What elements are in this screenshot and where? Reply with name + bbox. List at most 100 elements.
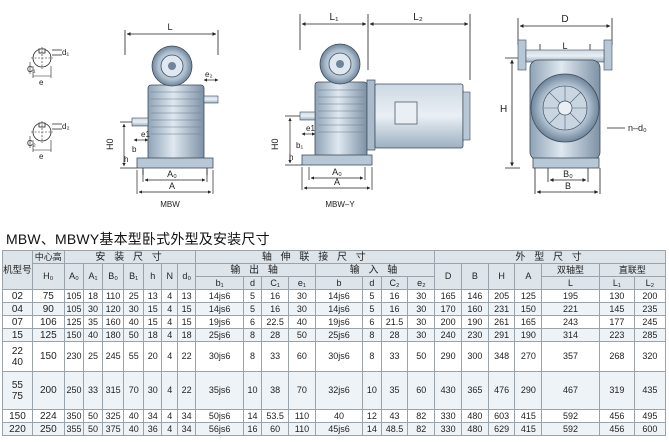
table-cell: 12 bbox=[362, 409, 382, 423]
table-cell: 40 bbox=[288, 315, 316, 329]
table-cell: 435 bbox=[633, 371, 667, 410]
table-cell: 21.5 bbox=[380, 315, 409, 329]
table-cell: 165 bbox=[434, 289, 462, 303]
header-in-b: b bbox=[314, 276, 364, 290]
table-cell: 48.5 bbox=[380, 422, 409, 436]
label-d2: d₂ bbox=[62, 122, 70, 131]
header-d0: d₀ bbox=[176, 263, 197, 290]
table-cell: 8 bbox=[362, 341, 382, 372]
table-cell: 245 bbox=[633, 315, 667, 329]
model-cell: 22 40 bbox=[2, 341, 33, 372]
side-view: D H L n–d₀ B₀ B B₁ bbox=[500, 14, 647, 194]
table-cell: 15 bbox=[176, 315, 197, 329]
table-cell: 430 bbox=[434, 371, 462, 410]
table-cell: 5 bbox=[242, 302, 263, 316]
header-H: H bbox=[487, 263, 516, 290]
mbwy-label-h: h bbox=[289, 153, 293, 162]
table-cell: 13 bbox=[142, 289, 163, 303]
mbwy-label-e1: e1 bbox=[306, 124, 315, 133]
table-cell: 43 bbox=[380, 409, 409, 423]
table-cell: 13 bbox=[176, 289, 197, 303]
table-cell: 6 bbox=[242, 315, 263, 329]
table-cell: 467 bbox=[541, 371, 600, 410]
table-cell: 261 bbox=[487, 315, 516, 329]
header-out-e: e₁ bbox=[288, 276, 316, 290]
side-label-H: H bbox=[500, 104, 507, 115]
table-cell: 629 bbox=[487, 422, 516, 436]
header-a1: A₁ bbox=[83, 263, 103, 290]
table-cell: 50 bbox=[288, 328, 316, 342]
table-cell: 40 bbox=[123, 409, 144, 423]
table-cell: 15 bbox=[176, 302, 197, 316]
label-e2-small: e bbox=[39, 152, 44, 161]
table-cell: 34 bbox=[142, 409, 163, 423]
table-cell: 75 bbox=[31, 289, 65, 303]
table-cell: 243 bbox=[541, 315, 600, 329]
table-cell: 231 bbox=[487, 302, 516, 316]
model-cell: 55 75 bbox=[2, 371, 33, 410]
drawing-area: d₁ C₁ e C₂ d₂ e L bbox=[27, 12, 647, 209]
mbw-front-view: L H0 e₂ e1 b h A₀ A MB bbox=[105, 22, 219, 209]
table-cell: 30 bbox=[142, 371, 163, 410]
table-cell: 200 bbox=[434, 315, 462, 329]
header-out-c: C₁ bbox=[261, 276, 290, 290]
table-cell: 600 bbox=[633, 422, 667, 436]
table-cell: 16 bbox=[261, 302, 290, 316]
table-cell: 38 bbox=[261, 371, 290, 410]
table-cell: 60 bbox=[288, 341, 316, 372]
table-cell: 19js6 bbox=[195, 315, 244, 329]
table-cell: 106 bbox=[31, 315, 65, 329]
table-cell: 55 bbox=[123, 341, 144, 372]
table-cell: 130 bbox=[598, 289, 635, 303]
mbwy-label-A: A bbox=[334, 177, 340, 187]
table-cell: 25js6 bbox=[195, 328, 244, 342]
table-cell: 415 bbox=[514, 422, 543, 436]
mbw-label-e1: e1 bbox=[141, 130, 150, 139]
table-cell: 30 bbox=[83, 302, 103, 316]
table-cell: 6 bbox=[362, 315, 382, 329]
mbw-caption: MBW bbox=[160, 200, 180, 209]
table-cell: 270 bbox=[514, 341, 543, 372]
table-cell: 22.5 bbox=[261, 315, 290, 329]
table-cell: 70 bbox=[123, 371, 144, 410]
table-cell: 300 bbox=[460, 341, 489, 372]
table-cell: 40 bbox=[83, 328, 103, 342]
table-cell: 35 bbox=[380, 371, 409, 410]
table-cell: 290 bbox=[514, 371, 543, 410]
table-cell: 30 bbox=[288, 302, 316, 316]
header-single-shaft: 双轴型 bbox=[541, 263, 600, 277]
table-cell: 35js6 bbox=[195, 371, 244, 410]
table-cell: 50 bbox=[407, 341, 436, 372]
table-cell: 30js6 bbox=[195, 341, 244, 372]
mbwy-label-b1: b₁ bbox=[296, 141, 303, 150]
header-model: 机型号 bbox=[2, 250, 33, 290]
table-cell: 22 bbox=[176, 341, 197, 372]
label-c1: C₁ bbox=[27, 65, 36, 74]
table-cell: 16 bbox=[242, 422, 263, 436]
table-cell: 250 bbox=[63, 371, 85, 410]
table-cell: 4 bbox=[161, 289, 178, 303]
mbw-label-L: L bbox=[167, 22, 172, 32]
table-cell: 4 bbox=[161, 341, 178, 372]
table-cell: 200 bbox=[633, 289, 667, 303]
table-cell: 40 bbox=[123, 422, 144, 436]
header-D: D bbox=[434, 263, 462, 290]
table-cell: 110 bbox=[101, 289, 125, 303]
table-cell: 30 bbox=[407, 302, 436, 316]
table-cell: 325 bbox=[101, 409, 125, 423]
table-cell: 105 bbox=[63, 289, 85, 303]
table-cell: 14js6 bbox=[314, 289, 364, 303]
side-label-nd0: n–d₀ bbox=[628, 123, 647, 133]
table-cell: 14js6 bbox=[195, 302, 244, 316]
table-cell: 32js6 bbox=[314, 371, 364, 410]
table-cell: 33 bbox=[380, 341, 409, 372]
header-center-height: 中心高 bbox=[31, 250, 65, 264]
table-cell: 4 bbox=[161, 302, 178, 316]
table-cell: 603 bbox=[487, 409, 516, 423]
table-cell: 170 bbox=[434, 302, 462, 316]
table-cell: 25 bbox=[83, 341, 103, 372]
